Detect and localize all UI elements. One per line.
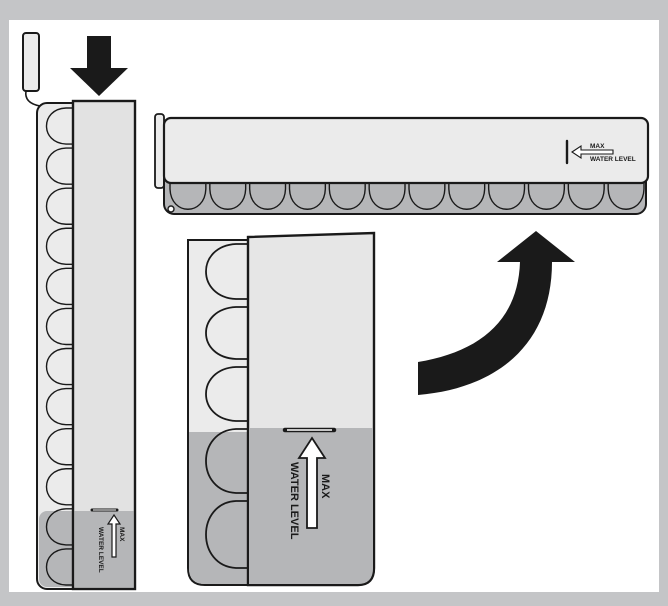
vertical-ice-tray: MAX WATER LEVEL	[22, 32, 137, 591]
cube-cup	[45, 147, 73, 185]
cube-cup	[45, 427, 73, 466]
closeup-cube-dividers	[205, 243, 248, 569]
horizontal-front-face	[162, 116, 650, 185]
cube-cup	[408, 183, 446, 210]
cube-cup	[487, 183, 526, 210]
cube-cup	[45, 307, 73, 346]
max-text: MAX	[118, 527, 125, 542]
cube-cup	[205, 500, 248, 569]
cube-cup	[205, 243, 248, 300]
cube-cup	[205, 428, 248, 494]
cube-cup	[45, 468, 73, 506]
cube-cup	[248, 183, 287, 210]
rotate-arrow-icon	[418, 231, 575, 395]
tray-end-cap	[154, 113, 165, 189]
cube-cup	[45, 548, 73, 586]
horizontal-cube-dividers	[169, 183, 645, 210]
cube-cup	[45, 267, 73, 306]
cube-cup	[45, 107, 73, 145]
tray-hinge-dot	[167, 205, 175, 213]
closeup-tray-section: MAX WATER LEVEL	[187, 231, 376, 587]
cube-cup	[567, 183, 605, 210]
tray-lid-tab	[22, 32, 40, 92]
up-arrow-icon	[297, 436, 327, 529]
cube-cup	[448, 183, 486, 210]
cube-cup	[45, 347, 73, 386]
closeup-max-label: MAX WATER LEVEL	[288, 436, 331, 540]
tray-front-face	[71, 99, 137, 591]
cube-cup	[45, 187, 73, 225]
front-face-water	[74, 511, 134, 588]
cube-cup	[368, 183, 406, 210]
water-level-text: WATER LEVEL	[97, 527, 104, 573]
water-level-text: WATER LEVEL	[288, 462, 300, 540]
left-arrow-icon	[571, 144, 614, 160]
cube-cup	[169, 183, 207, 210]
vertical-max-label: MAX WATER LEVEL	[97, 513, 125, 573]
cube-cup	[45, 508, 73, 546]
cube-cup	[45, 227, 73, 266]
cube-cup	[527, 183, 566, 210]
water-level-text: WATER LEVEL	[590, 156, 636, 163]
cube-cup	[328, 183, 366, 210]
cube-cup	[288, 183, 327, 210]
cube-cup	[607, 183, 645, 210]
horizontal-max-label: MAX WATER LEVEL	[571, 143, 636, 163]
cube-cup	[205, 306, 248, 360]
cube-cup	[209, 183, 247, 210]
max-text: MAX	[319, 474, 331, 499]
vertical-cube-dividers	[45, 107, 73, 586]
max-text: MAX	[590, 143, 605, 150]
cube-cup	[205, 366, 248, 422]
down-arrow-icon	[70, 36, 128, 96]
cube-cup	[45, 387, 73, 426]
up-arrow-icon	[106, 513, 122, 558]
horizontal-ice-tray: MAX WATER LEVEL	[154, 113, 650, 215]
